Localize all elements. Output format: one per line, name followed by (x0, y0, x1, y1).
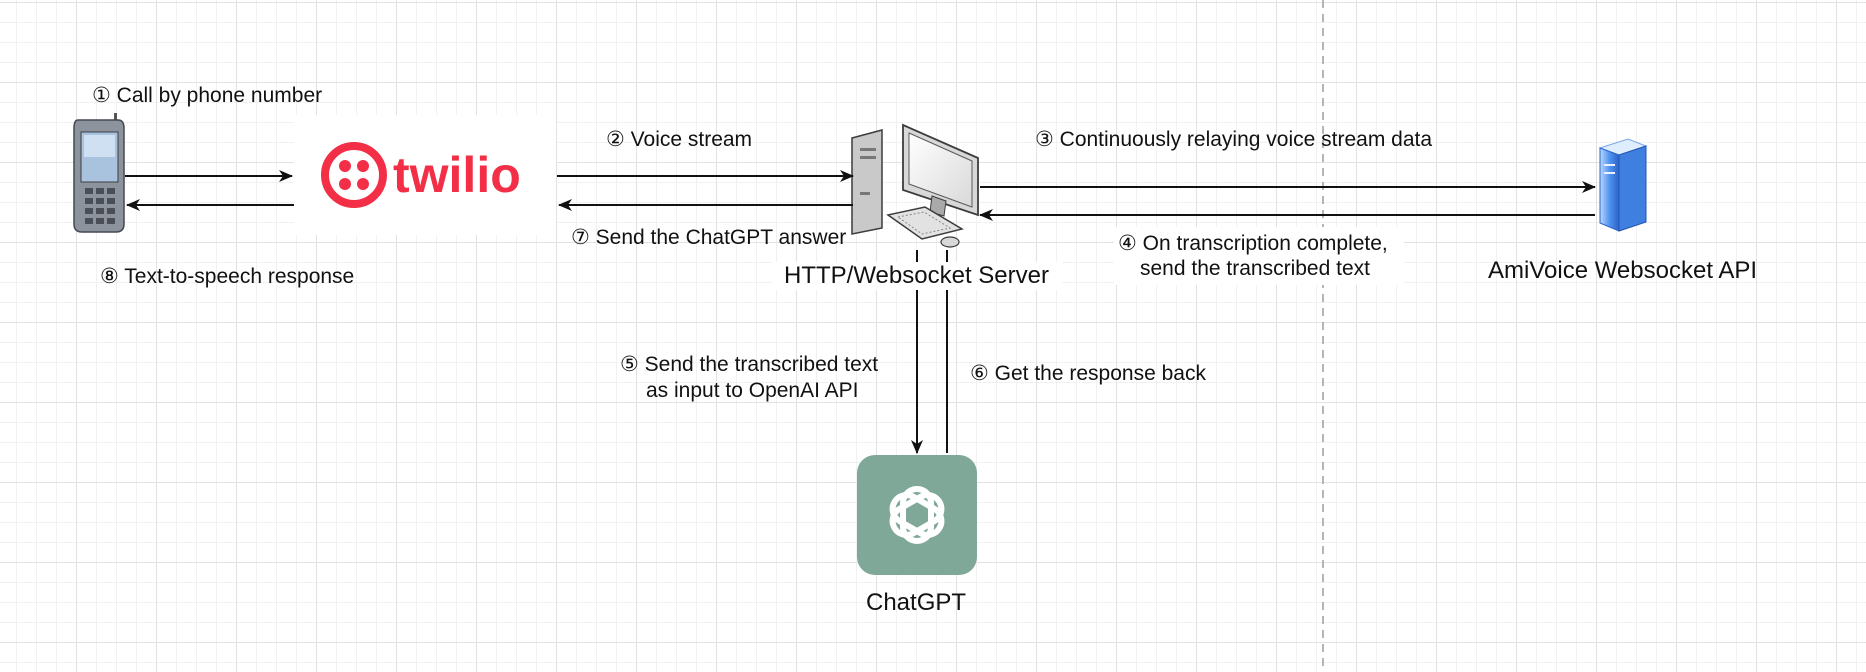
label-call-by-phone-number: ① Call by phone number (92, 84, 322, 107)
label-send-transcribed-text: send the transcribed text (1140, 257, 1370, 280)
label-send-to-openai-line2: as input to OpenAI API (646, 379, 858, 402)
server-tower-icon (1598, 138, 1648, 232)
label-voice-stream: ② Voice stream (606, 128, 752, 151)
chatgpt-label: ChatGPT (866, 589, 966, 616)
server-label: HTTP/Websocket Server (784, 262, 1049, 289)
openai-logo-icon (857, 455, 977, 575)
amivoice-label: AmiVoice Websocket API (1488, 257, 1757, 284)
label-text-to-speech: ⑧ Text-to-speech response (100, 265, 354, 288)
twilio-logo-icon: twilio (294, 115, 556, 235)
label-get-response-back: ⑥ Get the response back (970, 362, 1206, 385)
label-send-to-openai-line1: ⑤ Send the transcribed text (620, 353, 878, 376)
label-relaying-voice-stream: ③ Continuously relaying voice stream dat… (1035, 128, 1432, 151)
label-send-chatgpt-answer: ⑦ Send the ChatGPT answer (571, 226, 846, 249)
label-transcription-complete: ④ On transcription complete, (1118, 232, 1388, 255)
twilio-logo-text: twilio (393, 147, 521, 203)
desktop-computer-icon (851, 123, 979, 248)
mobile-phone-icon (73, 113, 125, 233)
